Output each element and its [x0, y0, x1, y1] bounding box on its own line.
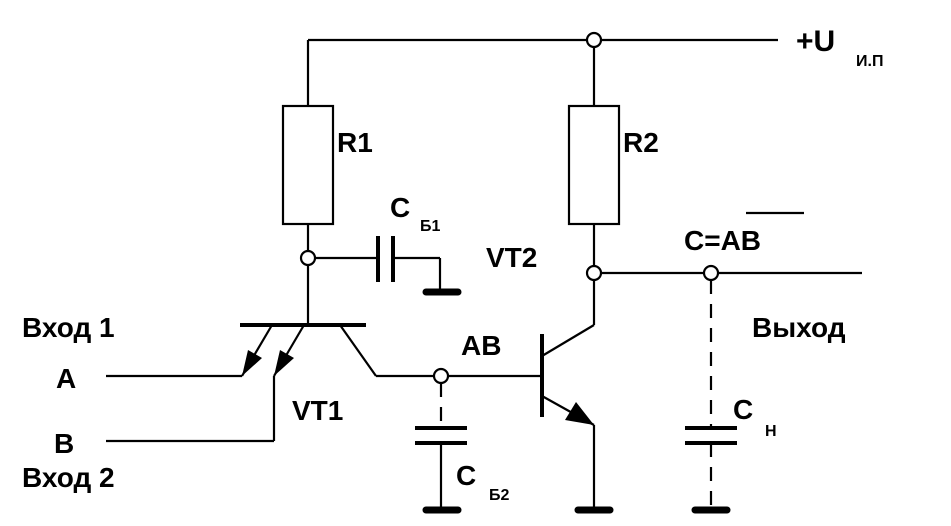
cn-label: C — [733, 394, 753, 425]
cb2-label: C — [456, 460, 476, 491]
vt1-label: VT1 — [292, 395, 343, 426]
vt2-emitter-arrow — [565, 402, 594, 425]
supply-node — [585, 31, 603, 49]
cb1-sub-label: Б1 — [420, 218, 441, 235]
resistor-r2 — [567, 104, 621, 226]
input1-label: Вход 1 — [22, 312, 115, 343]
vt2-collector — [541, 324, 595, 357]
resistor-r1 — [281, 104, 335, 226]
supply-sub-label: И.П — [856, 53, 883, 70]
supply-label: +U — [796, 25, 835, 58]
ab-node — [432, 367, 450, 385]
input-b-label: B — [54, 428, 74, 459]
vt1-collector — [339, 324, 377, 377]
cb2-sub-label: Б2 — [489, 487, 510, 504]
out-expr-label: C=AB — [684, 225, 761, 256]
output-node-r2 — [585, 264, 603, 282]
r2-label: R2 — [623, 127, 659, 158]
output-label: Выход — [752, 312, 846, 343]
input2-label: Вход 2 — [22, 462, 115, 493]
ab-label: AB — [461, 330, 501, 361]
vt1-emitter-a-arrow — [242, 350, 262, 376]
input-a-label: A — [56, 363, 76, 394]
r1-node — [299, 249, 317, 267]
r1-label: R1 — [337, 127, 373, 158]
output-node — [702, 264, 720, 282]
vt2-label: VT2 — [486, 242, 537, 273]
cb1-label: C — [390, 192, 410, 223]
cn-sub-label: Н — [765, 423, 777, 440]
vt1-emitter-b-arrow — [274, 350, 294, 376]
